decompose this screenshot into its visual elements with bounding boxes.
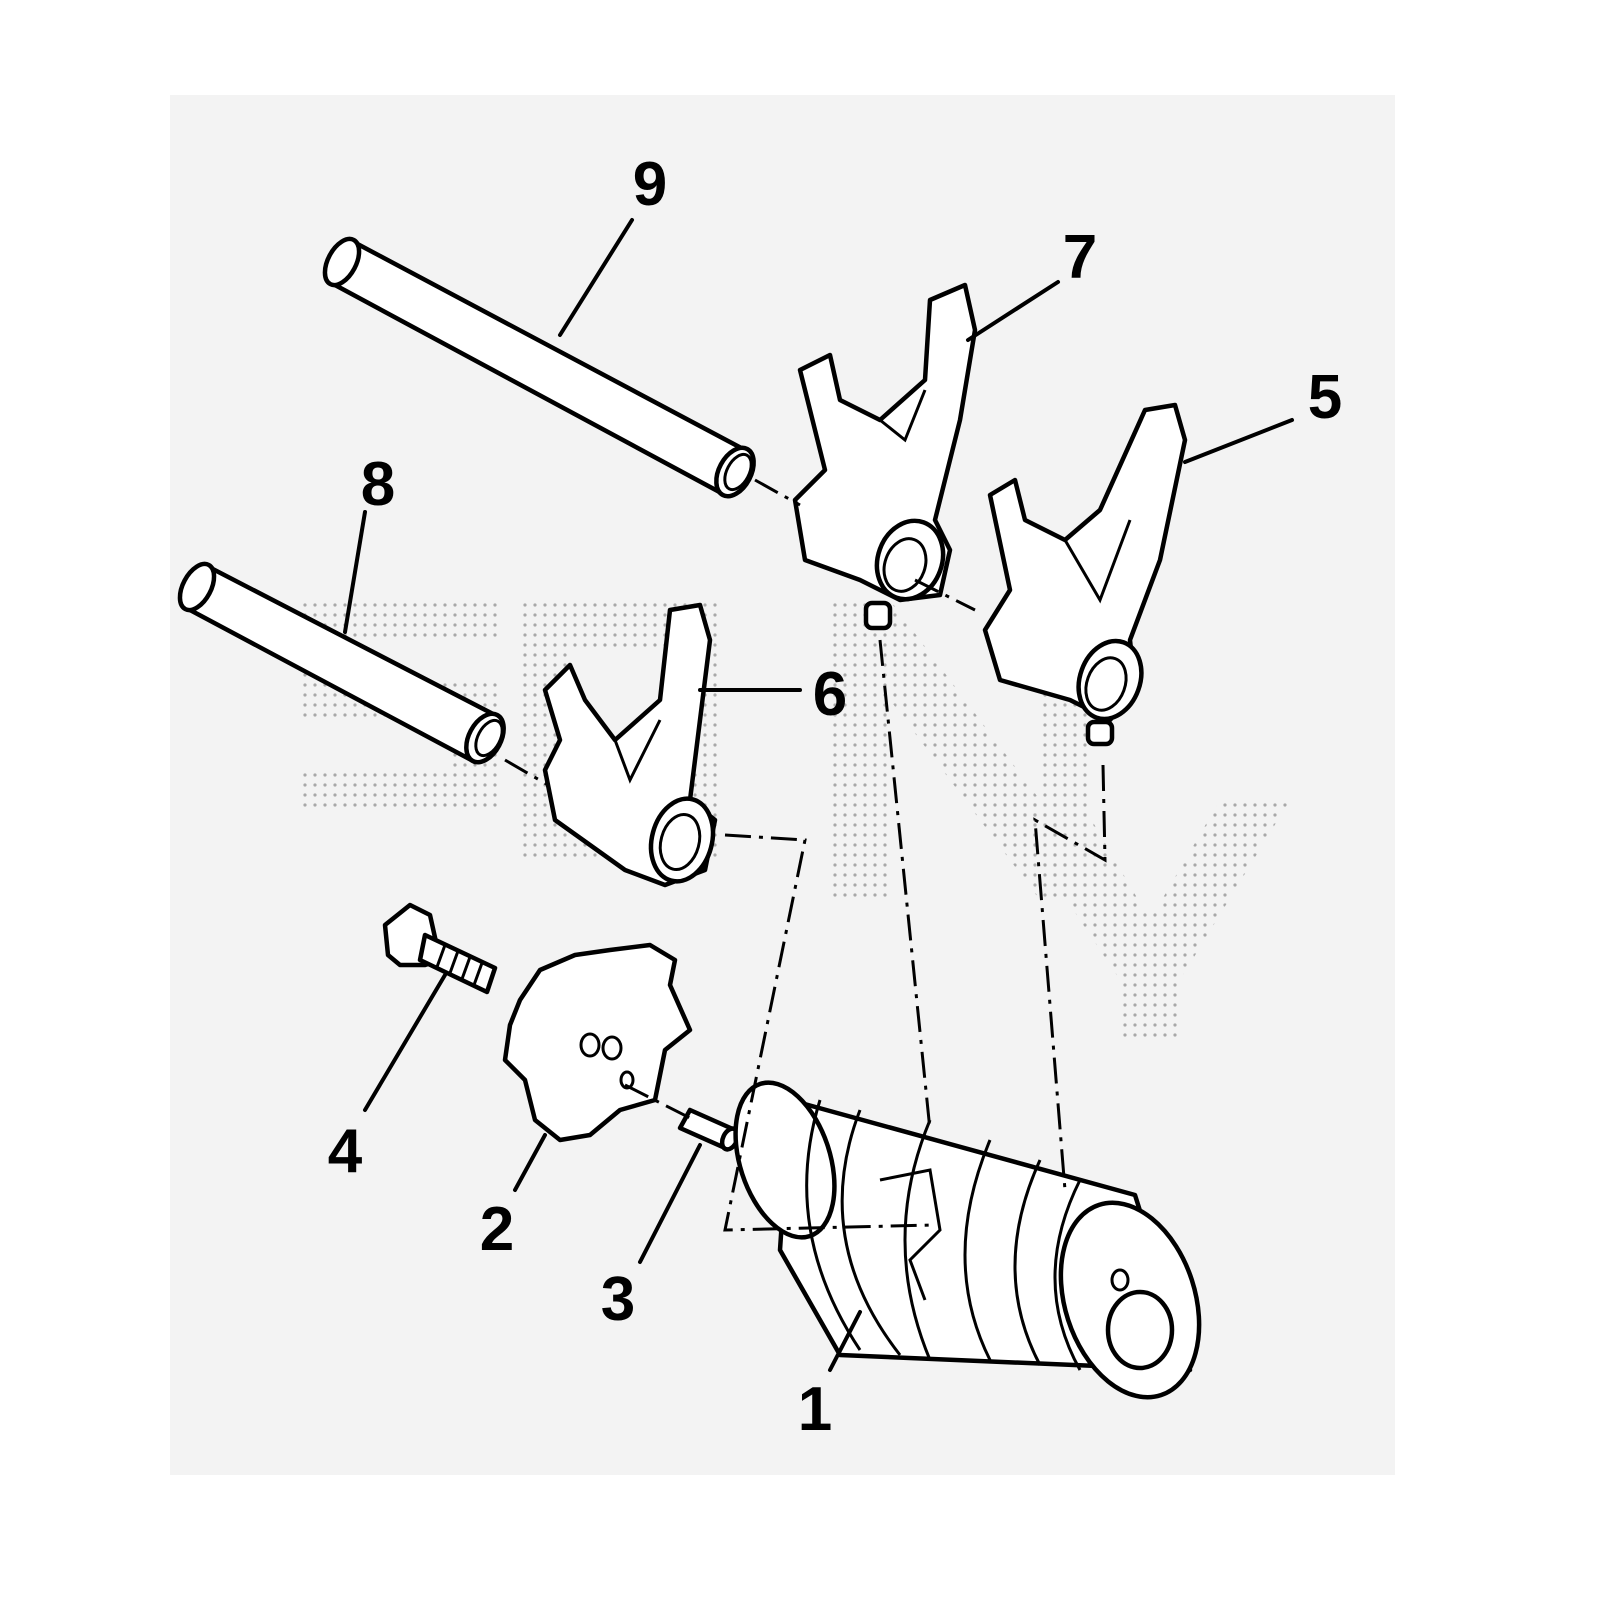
callout-7: 7: [1063, 223, 1097, 292]
pin-3: [677, 1107, 741, 1152]
callout-5: 5: [1308, 363, 1342, 432]
fork-rod-9: [322, 236, 756, 499]
shift-fork-7: [792, 282, 978, 631]
fork-rod-8: [177, 561, 506, 765]
callout-8: 8: [361, 450, 395, 519]
shift-drum-1: [733, 1080, 1202, 1400]
leader-lines: [343, 218, 1294, 1372]
assembly-lines: [504, 478, 1107, 1232]
shift-fork-6: [542, 602, 718, 888]
callout-6: 6: [813, 660, 847, 729]
callout-1: 1: [798, 1375, 832, 1444]
callout-9: 9: [633, 150, 667, 219]
shift-fork-5: [982, 402, 1188, 747]
segment-2: [502, 942, 693, 1143]
bolt-4: [382, 902, 498, 995]
callout-4: 4: [328, 1117, 363, 1186]
callout-3: 3: [601, 1265, 635, 1334]
callout-2: 2: [480, 1195, 514, 1264]
